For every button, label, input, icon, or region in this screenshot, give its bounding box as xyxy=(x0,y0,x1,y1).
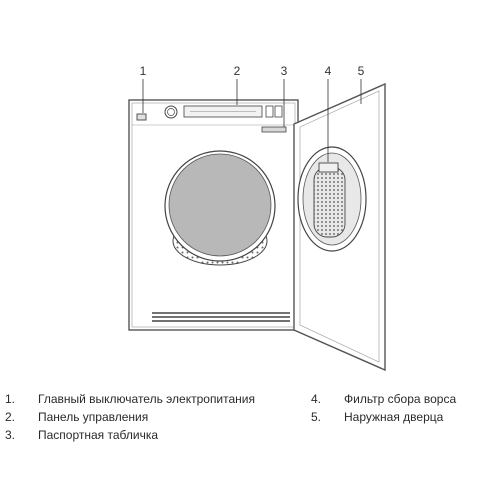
callout-1: 1 xyxy=(140,64,147,113)
base-vents xyxy=(152,312,290,322)
legend: 1. Главный выключатель электропитания 2.… xyxy=(0,388,500,458)
callout-number-4: 4 xyxy=(325,64,332,78)
drum-opening xyxy=(164,150,276,266)
callout-number-1: 1 xyxy=(140,64,147,78)
legend-number: 2. xyxy=(5,410,16,424)
legend-number: 3. xyxy=(5,428,16,442)
callout-3: 3 xyxy=(281,64,288,127)
legend-label: Паспортная табличка xyxy=(38,428,159,442)
legend-label: Главный выключатель электропитания xyxy=(38,392,256,406)
legend-label: Фильтр сбора ворса xyxy=(344,392,457,406)
lint-filter xyxy=(297,146,367,252)
callout-2: 2 xyxy=(234,64,241,105)
legend-number: 1. xyxy=(5,392,16,406)
legend-number: 5. xyxy=(311,410,322,424)
callout-number-2: 2 xyxy=(234,64,241,78)
legend-label: Наружная дверца xyxy=(344,410,444,424)
callout-5: 5 xyxy=(358,64,365,104)
callout-number-3: 3 xyxy=(281,64,288,78)
callout-4: 4 xyxy=(325,64,332,162)
main-power-switch xyxy=(136,113,147,121)
legend-label: Панель управления xyxy=(38,410,149,424)
control-panel xyxy=(164,105,283,119)
callout-number-5: 5 xyxy=(358,64,365,78)
rating-plate xyxy=(261,126,287,133)
legend-number: 4. xyxy=(311,392,322,406)
